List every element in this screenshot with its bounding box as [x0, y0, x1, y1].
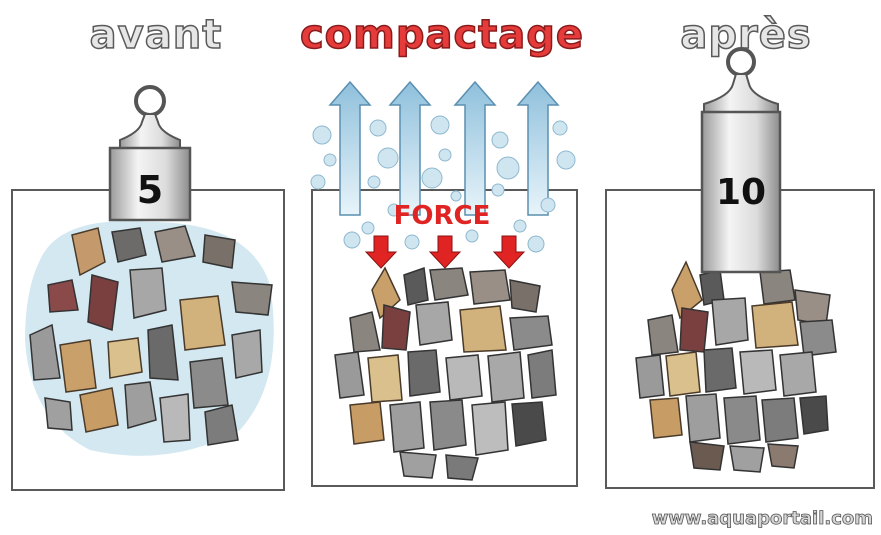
after-stones — [635, 260, 837, 473]
force-arrows — [364, 235, 526, 269]
air-escape-arrows — [328, 80, 560, 216]
after-weight-label: 10 — [716, 172, 766, 213]
up-arrow-icon — [453, 80, 497, 216]
force-label: FORCE — [394, 201, 491, 231]
after-panel: 10 — [605, 47, 875, 489]
water-bubbles — [310, 115, 576, 253]
compaction-stones — [334, 266, 557, 481]
before-panel: 5 — [11, 85, 285, 491]
down-arrow-icon — [364, 235, 398, 269]
down-arrow-icon — [428, 235, 462, 269]
up-arrow-icon — [328, 80, 372, 216]
before-stones — [29, 225, 273, 446]
source-credit: www.aquaportail.com — [651, 508, 873, 530]
up-arrow-icon — [388, 80, 432, 216]
up-arrow-icon — [516, 80, 560, 216]
before-title: avant — [89, 11, 223, 59]
before-weight: 5 — [108, 85, 192, 222]
down-arrow-icon — [492, 235, 526, 269]
before-weight-label: 5 — [137, 168, 163, 212]
compaction-panel: FORCE — [310, 80, 578, 487]
compaction-title: compactage — [299, 11, 585, 59]
after-weight: 10 — [700, 47, 782, 274]
